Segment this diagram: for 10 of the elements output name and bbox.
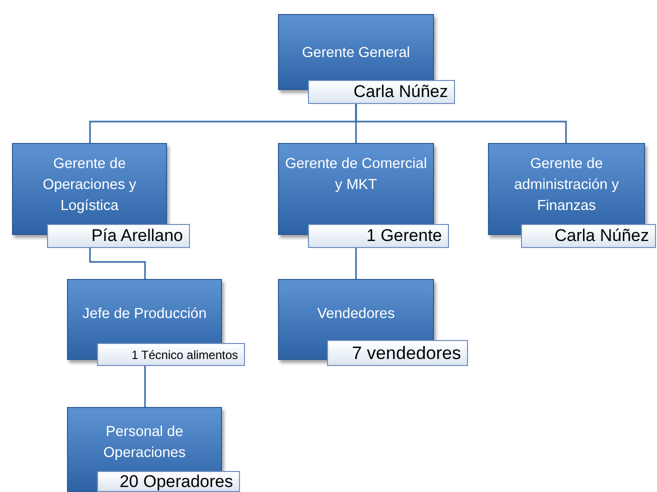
connector-line [144, 366, 146, 407]
name-tag: 7 vendedores [327, 340, 468, 366]
name-tag: Pía Arellano [47, 224, 190, 248]
connector-line [355, 104, 567, 143]
name-tag: 1 Técnico alimentos [97, 343, 245, 366]
name-tag: Carla Núñez [521, 224, 656, 248]
connector-line [89, 248, 146, 279]
connector-line [355, 248, 357, 279]
name-tag: 20 Operadores [97, 471, 240, 492]
name-tag: 1 Gerente [308, 224, 449, 248]
